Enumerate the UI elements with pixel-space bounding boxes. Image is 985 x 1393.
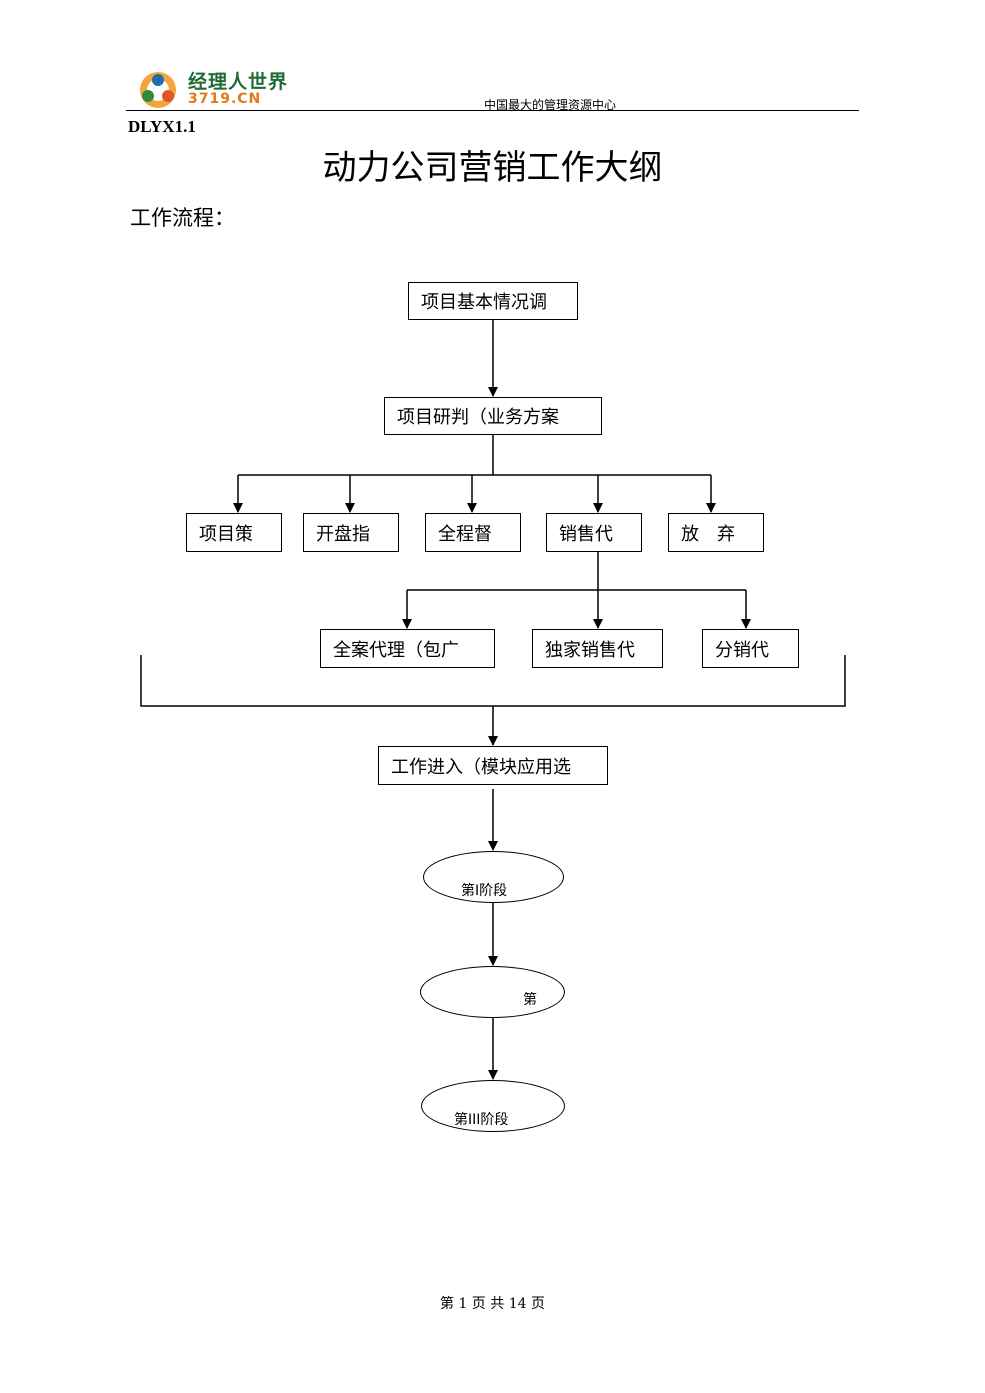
flow-branch-planning: 项目策 [186,513,282,552]
flow-sub-distribution: 分销代 [702,629,799,668]
logo-brand-domain: 3719.CN [188,91,262,107]
flow-branch-launch-guidance: 开盘指 [303,513,399,552]
page-footer: 第 1 页 共 14 页 [440,1296,545,1312]
document-title: 动力公司营销工作大纲 [322,148,663,188]
flow-phase-2: 第 [420,966,565,1018]
flow-sub-exclusive-sales: 独家销售代 [532,629,663,668]
flow-phase-1-label: 第I阶段 [461,883,508,899]
header-divider [126,110,859,111]
logo-icon [140,72,176,108]
flow-step-project-assessment: 项目研判（业务方案 [384,397,602,435]
flow-sub-full-agency: 全案代理（包广 [320,629,495,668]
flow-phase-1: 第I阶段 [423,851,564,903]
flow-step-work-entry: 工作进入（模块应用选 [378,746,608,785]
document-code: DLYX1.1 [128,117,196,136]
logo-brand-name: 经理人世界 [188,71,289,93]
flow-step-project-survey: 项目基本情况调 [408,282,578,320]
flow-branch-abandon: 放 弃 [668,513,764,552]
flow-phase-3-label: 第III阶段 [454,1112,509,1128]
flow-phase-3: 第III阶段 [421,1080,565,1132]
logo [134,68,182,112]
flow-branch-sales-agency: 销售代 [546,513,642,552]
header-tagline: 中国最大的管理资源中心 [484,98,617,112]
section-heading: 工作流程： [130,206,235,230]
flow-branch-full-supervision: 全程督 [425,513,521,552]
flow-phase-2-label: 第 [523,992,537,1008]
